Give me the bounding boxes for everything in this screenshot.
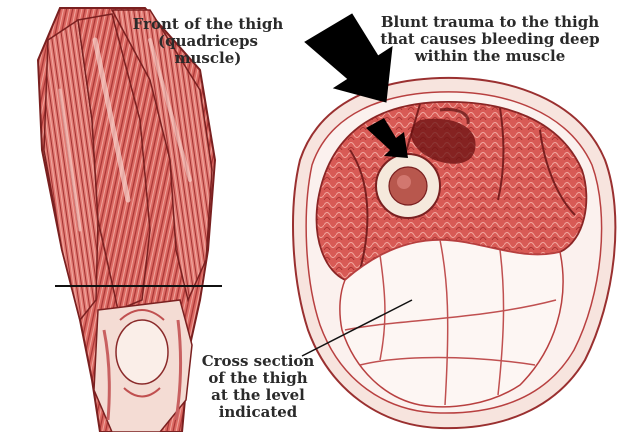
cross-section-label: Cross section of the thigh at the level … [168,353,348,421]
femur [376,154,440,218]
front-thigh-label: Front of the thigh (quadriceps muscle) [108,16,308,67]
blunt-trauma-label: Blunt trauma to the thigh that causes bl… [372,14,608,65]
patella [116,320,168,384]
